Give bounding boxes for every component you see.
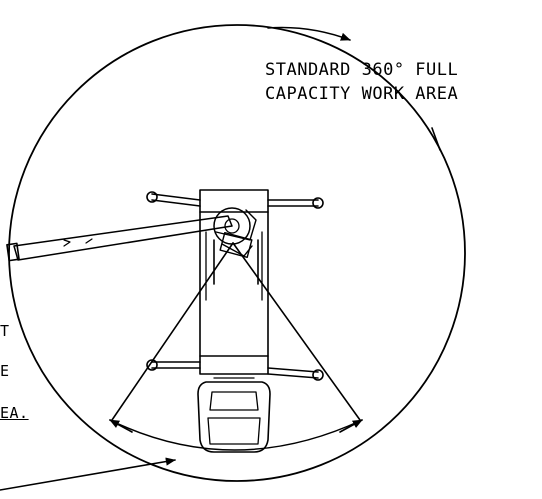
callout-leader xyxy=(431,127,441,151)
outrigger-top-left xyxy=(151,193,201,201)
outrigger-top-left-b xyxy=(151,199,201,207)
side-note-leader xyxy=(0,457,176,491)
chassis-body xyxy=(199,189,269,375)
operator-seat-cushion xyxy=(207,417,261,445)
swing-arc xyxy=(109,419,363,451)
boom-tip xyxy=(6,242,20,262)
operator-seat-inner xyxy=(209,391,259,411)
side-note-line3: EA. xyxy=(0,404,29,422)
turret xyxy=(213,207,251,245)
operator-seat xyxy=(197,381,271,453)
work-area-circle xyxy=(8,24,466,482)
swing-arrow-right xyxy=(339,419,363,433)
outrigger-pad-top-right xyxy=(312,197,324,209)
side-note-line1: T xyxy=(0,322,10,340)
side-note-line2: E xyxy=(0,362,10,380)
turret-block xyxy=(219,231,253,259)
swing-arrow-left xyxy=(109,419,133,433)
callout-label-line2: CAPACITY WORK AREA xyxy=(265,84,459,104)
turret-hub xyxy=(224,218,240,234)
callout-label-line1: STANDARD 360° FULL xyxy=(265,60,459,80)
outrigger-pad-top-left xyxy=(146,191,158,203)
outrigger-bottom-right-b xyxy=(267,373,319,379)
boom xyxy=(13,215,233,261)
circle-arrow-top xyxy=(267,26,351,41)
swing-limit-right xyxy=(232,242,361,421)
outrigger-bottom-right xyxy=(267,367,319,373)
outrigger-pad-bottom-left xyxy=(146,359,158,371)
swing-limit-left xyxy=(111,242,234,421)
outrigger-pad-bottom-right xyxy=(312,369,324,381)
boom-marks xyxy=(63,238,93,247)
